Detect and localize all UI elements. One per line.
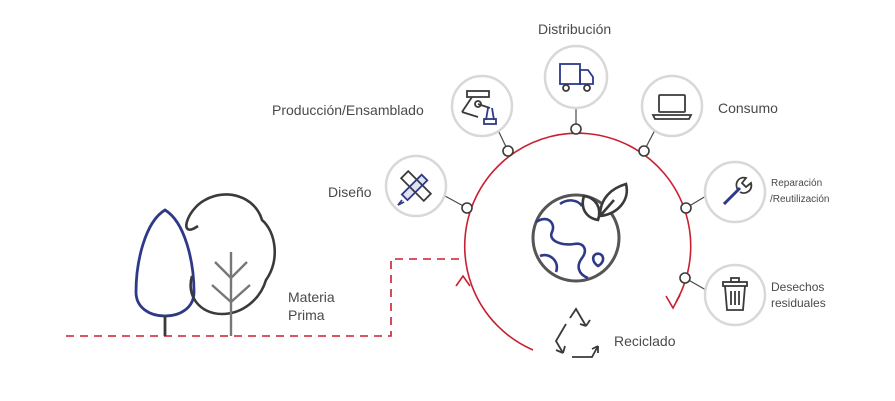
desechos-label-line1: Desechos [771,280,824,294]
stage-produccion [450,74,514,138]
earth-leaves-icon [531,182,629,283]
wrench-icon [722,176,753,206]
trees-icon [134,193,277,336]
diseno-label: Diseño [328,184,372,200]
robot-arm-icon [461,90,497,125]
stage-reparacion [703,160,767,224]
materia-prima-label-line2: Prima [288,307,325,323]
reparacion-label-line2: /Reutilización [770,194,829,205]
distribucion-label: Distribución [538,21,611,37]
laptop-icon [651,94,693,120]
desechos-label-line2: residuales [771,296,826,310]
cycle-arc [463,132,692,351]
truck-icon [559,63,594,92]
stage-desechos [703,263,767,327]
raw-material-dashed-path [66,258,462,337]
cycle-arrowhead-bottom-right [665,294,681,310]
reparacion-label-line1: Reparación [771,178,822,189]
arc-nodes [461,123,692,284]
stage-distribucion [543,44,609,110]
recycle-icon [554,307,599,358]
consumo-label: Consumo [718,100,778,116]
reciclado-label: Reciclado [614,333,676,349]
trash-bin-icon [722,277,748,311]
produccion-label: Producción/Ensamblado [272,102,424,118]
stage-diseno [384,154,448,218]
stage-consumo [640,74,704,138]
pencil-ruler-icon [397,169,433,206]
cycle-arrowhead-left [455,274,471,287]
materia-prima-label-line1: Materia [288,289,335,305]
